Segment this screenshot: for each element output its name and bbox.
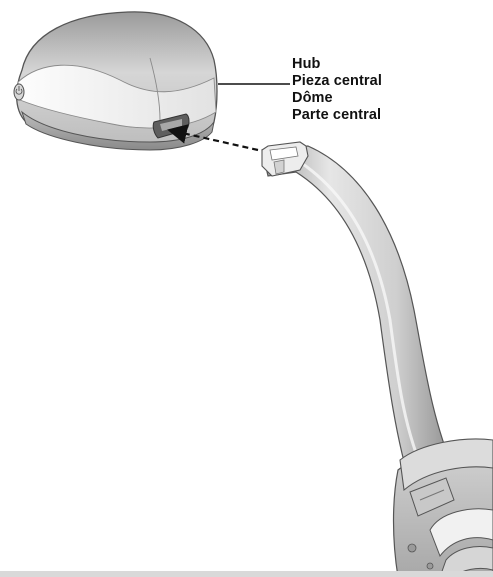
gooseneck-arm [262,142,454,490]
power-button-icon [14,84,24,100]
arm-body [262,146,454,490]
hub-dome [14,12,217,150]
stand-base [394,439,493,577]
label-hub-en: Hub [292,56,382,73]
bottom-divider [0,571,493,577]
hub-callout-labels: Hub Pieza central Dôme Parte central [292,56,382,124]
label-hub-pt: Parte central [292,107,382,124]
label-hub-es: Pieza central [292,73,382,90]
label-hub-fr: Dôme [292,90,382,107]
